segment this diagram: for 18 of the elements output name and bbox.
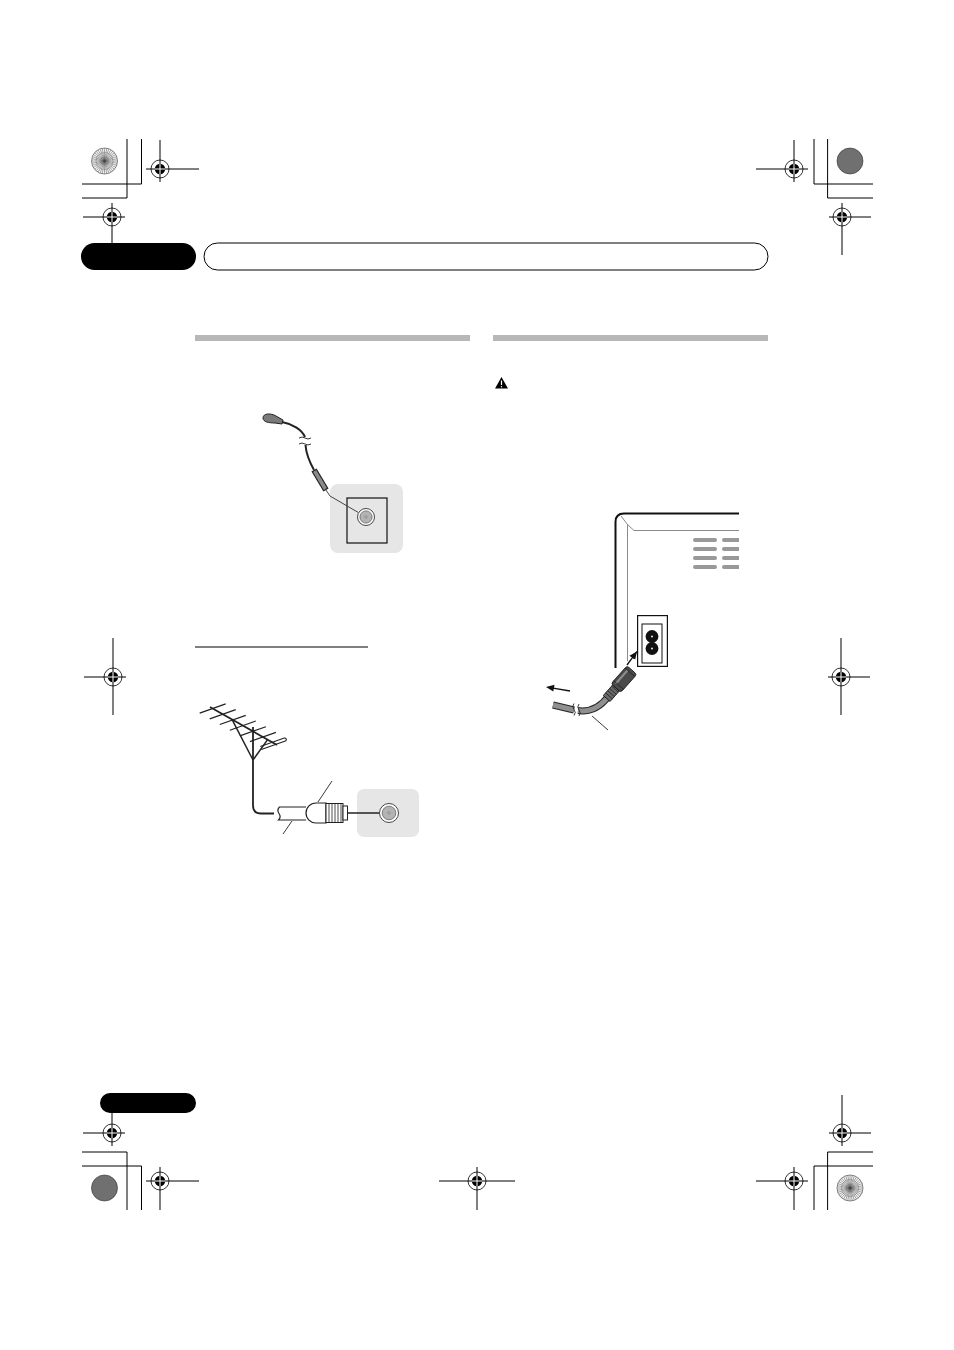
wire-antenna (261, 412, 330, 496)
coaxial-cable (274, 806, 306, 821)
jack-panel (357, 789, 419, 837)
power-inlet (637, 615, 668, 667)
antenna-jack (357, 508, 375, 526)
arrow (626, 650, 638, 666)
leader-line (282, 820, 293, 835)
unit-rear-panel (612, 512, 739, 668)
leader-line (317, 780, 333, 803)
feed-line (252, 761, 275, 815)
power-plug (603, 665, 638, 702)
antenna-jack (379, 803, 399, 823)
cable-plug (305, 802, 348, 824)
jack-panel (330, 484, 403, 553)
antenna-wire (329, 495, 359, 513)
power-cord (549, 694, 611, 716)
leader-line (591, 715, 609, 731)
connection-line (347, 812, 380, 814)
